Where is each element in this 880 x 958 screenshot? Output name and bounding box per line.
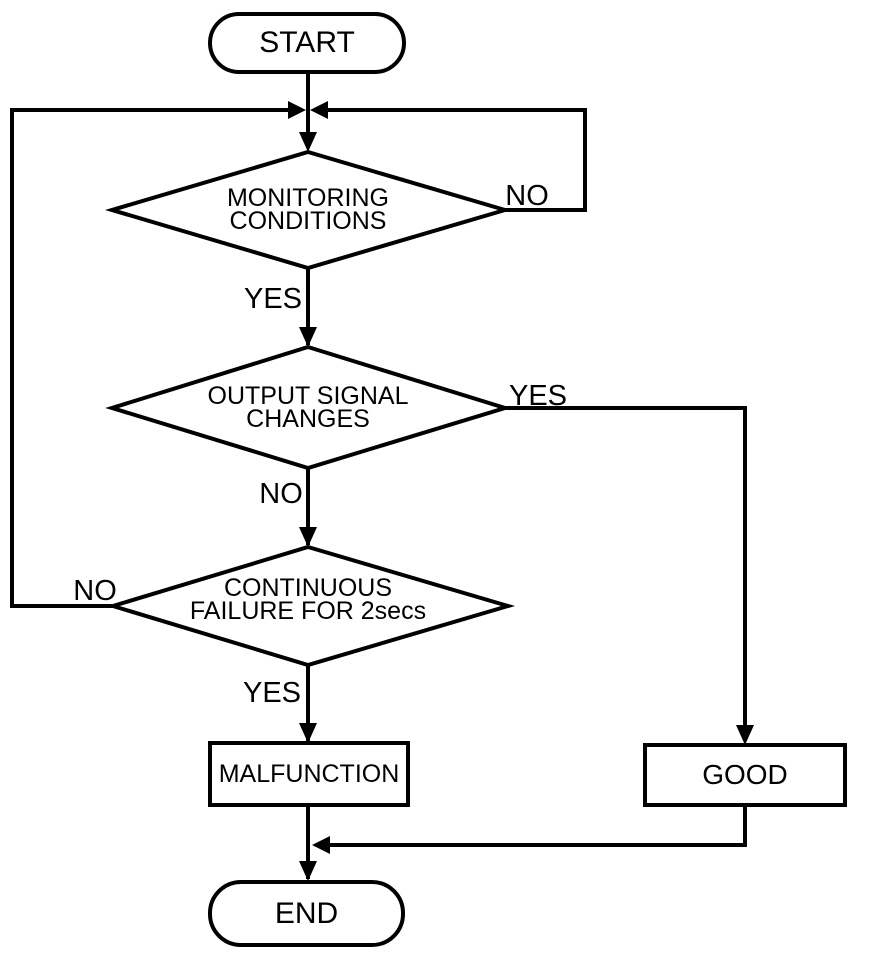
arrowhead-into-good <box>736 725 754 745</box>
edge-continuous-no-loop <box>10 108 294 608</box>
edge-output-yes-to-good <box>505 406 747 741</box>
end-node-label: END <box>274 896 339 930</box>
continuous-failure-label: CONTINUOUS FAILURE FOR 2secs <box>189 574 427 625</box>
malfunction-process-shape <box>208 741 410 807</box>
arrowhead-good-merge <box>312 836 330 854</box>
arrowhead-right-loop-into-junction <box>310 101 328 119</box>
monitoring-conditions-label: MONITORING CONDITIONS <box>226 184 390 235</box>
edge-good-to-merge <box>330 805 747 847</box>
output-signal-changes-label: OUTPUT SIGNAL CHANGES <box>207 382 409 433</box>
end-terminator-shape <box>208 880 405 947</box>
continuous-no-branch-label: NO <box>73 574 117 607</box>
output-no-branch-label: NO <box>259 477 303 510</box>
continuous-failure-diamond-shape <box>106 544 516 668</box>
arrowhead-into-continuous <box>299 527 317 547</box>
start-terminator-shape <box>208 12 406 74</box>
output-yes-branch-label: YES <box>508 379 568 412</box>
arrowhead-into-monitoring <box>299 132 317 152</box>
arrowhead-into-output <box>299 327 317 347</box>
monitoring-yes-branch-label: YES <box>243 282 303 315</box>
monitoring-no-branch-label: NO <box>505 179 549 212</box>
edge-monitoring-no-loop <box>322 108 587 212</box>
good-node-label: GOOD <box>702 759 788 790</box>
arrowhead-left-loop-into-junction <box>288 101 306 119</box>
malfunction-node-label: MALFUNCTION <box>218 759 400 788</box>
start-node-label: START <box>259 26 355 59</box>
arrowhead-into-end <box>299 861 317 881</box>
output-signal-changes-diamond-shape <box>105 344 512 471</box>
monitoring-conditions-diamond-shape <box>104 149 513 271</box>
arrowhead-into-malfunction <box>299 723 317 743</box>
continuous-yes-branch-label: YES <box>242 676 302 709</box>
